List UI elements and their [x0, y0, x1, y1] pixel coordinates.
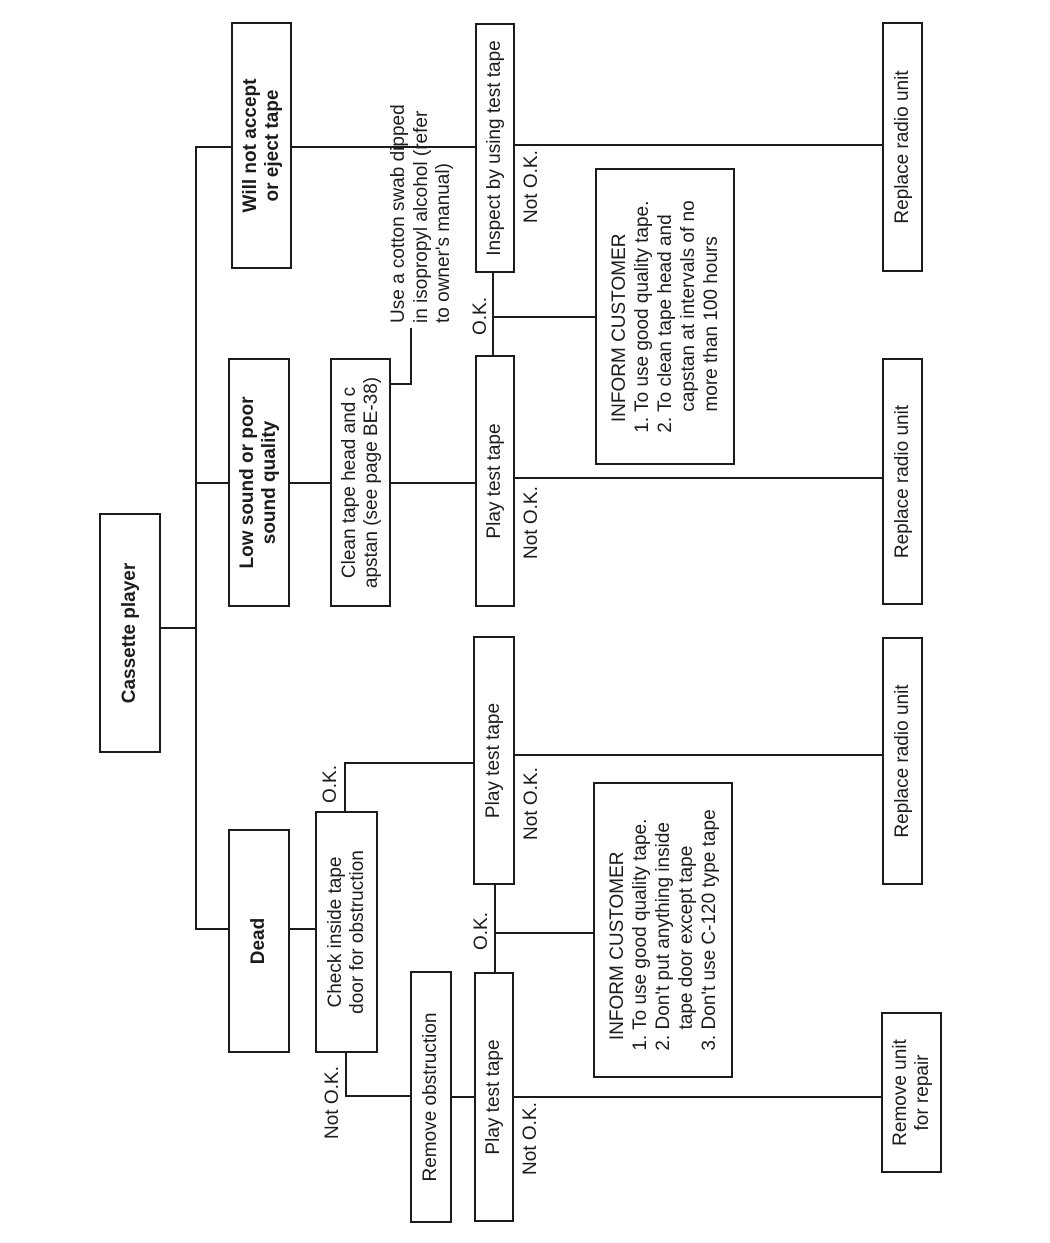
node-cassette-player: Cassette player [99, 513, 161, 753]
connector-dead-drop [195, 928, 228, 930]
connector-low-drop [195, 482, 228, 484]
connector-ok-link [492, 272, 494, 357]
edge-label-inspect-not-ok: Not O.K. [521, 150, 542, 223]
node-replace-radio-unit-1: Replace radio unit [882, 637, 923, 885]
node-replace-radio-unit-2: Replace radio unit [882, 358, 923, 605]
connector-trunk [195, 146, 197, 930]
edge-label-play3-not-ok: Not O.K. [521, 486, 542, 559]
node-play-test-tape-2: Play test tape [473, 636, 515, 885]
node-play-test-tape-3: Play test tape [475, 355, 515, 607]
connector-check-ok-v [344, 762, 474, 764]
edge-label-play2-not-ok: Not O.K. [521, 767, 542, 840]
connector-wna-drop [195, 146, 232, 148]
edge-label-check-ok: O.K. [320, 764, 341, 803]
node-inform-customer-dead: INFORM CUSTOMER 1. To use good quality t… [593, 782, 733, 1078]
connector-check-notok-h [345, 1051, 347, 1097]
node-low-sound: Low sound or poor sound quality [228, 358, 290, 607]
node-remove-unit-for-repair: Remove unit for repair [881, 1012, 942, 1173]
connector-play1-notok [513, 1096, 882, 1098]
connector-inform-low-drop [492, 316, 596, 318]
node-remove-obstruction: Remove obstruction [410, 971, 452, 1223]
connector-root-drop [161, 627, 196, 629]
node-check-inside-tape-door: Check inside tape door for obstruction [315, 811, 378, 1053]
node-replace-radio-unit-3: Replace radio unit [882, 22, 923, 272]
node-will-not-accept: Will not accept or eject tape [231, 22, 292, 269]
node-inform-customer-low: INFORM CUSTOMER 1. To use good quality t… [595, 168, 735, 465]
connector-remobs-play [451, 1096, 475, 1098]
connector-low-clean [289, 482, 331, 484]
connector-play3-notok [514, 477, 883, 479]
connector-annotation-h [410, 328, 412, 385]
connector-clean-play [390, 482, 476, 484]
edge-label-check-not-ok: Not O.K. [322, 1066, 343, 1139]
connector-annotation-v [390, 383, 412, 385]
edge-label-play1-not-ok: Not O.K. [520, 1102, 541, 1175]
connector-inform-dead-drop [494, 932, 594, 934]
node-play-test-tape-1: Play test tape [474, 972, 514, 1222]
connector-check-ok-h [344, 762, 346, 813]
node-inspect-by-test-tape: Inspect by using test tape [475, 23, 515, 273]
connector-dead-check [289, 928, 316, 930]
annotation-cotton-swab: Use a cotton swab dipped in isopropyl al… [388, 104, 454, 323]
connector-play2-notok [514, 754, 883, 756]
connector-inspect-notok [514, 144, 883, 146]
edge-label-low-wna-ok: O.K. [470, 296, 491, 335]
edge-label-dead-play-ok: O.K. [471, 911, 492, 950]
node-clean-tape-head: Clean tape head and c apstan (see page B… [330, 358, 391, 607]
node-dead: Dead [228, 829, 290, 1053]
connector-check-notok-v [345, 1095, 411, 1097]
connector-play-dead-link [494, 884, 496, 973]
